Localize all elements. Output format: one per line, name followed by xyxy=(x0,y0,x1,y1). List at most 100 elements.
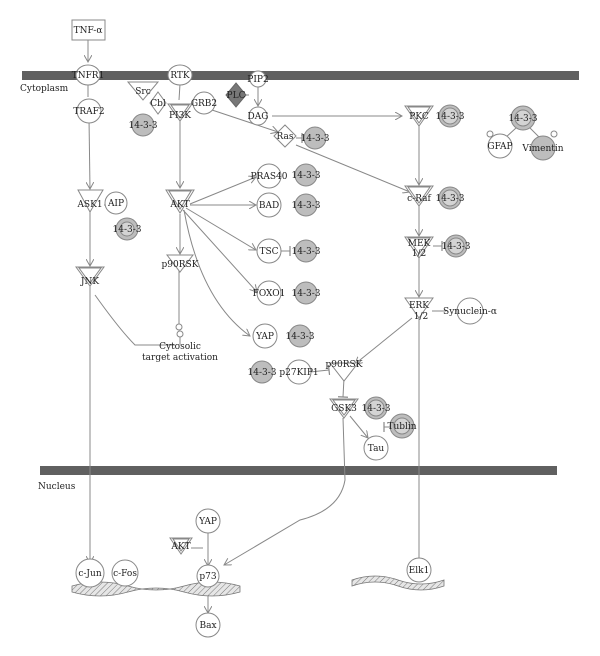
protein-14-3-3-pras40-label: 14-3-3 xyxy=(292,171,321,181)
yap-label: YAP xyxy=(255,332,274,342)
craf-label: c-Raf xyxy=(407,194,431,204)
protein-14-3-3-gsk3-label: 14-3-3 xyxy=(362,404,391,414)
protein-14-3-3-foxo1[interactable] xyxy=(294,281,318,305)
protein-14-3-3-tsc[interactable] xyxy=(294,239,318,263)
pras40-node[interactable] xyxy=(256,163,282,189)
src-node[interactable] xyxy=(126,81,160,101)
cfos-node[interactable] xyxy=(111,559,139,587)
cytoplasm-label: Cytoplasm xyxy=(20,84,69,94)
elk1-node[interactable] xyxy=(406,557,432,583)
tublin-label: Tublin xyxy=(387,422,416,432)
tau-label: Tau xyxy=(368,444,385,454)
tnfr1-node[interactable] xyxy=(75,64,101,86)
p27kip1-node[interactable] xyxy=(286,359,312,385)
dag-node[interactable] xyxy=(248,106,268,126)
protein-14-3-3-craf-label: 14-3-3 xyxy=(436,194,465,204)
bax-node[interactable] xyxy=(195,612,221,638)
p90rsk-left-node[interactable] xyxy=(165,254,195,273)
grb2-node[interactable] xyxy=(192,91,216,115)
tsc-label: TSC xyxy=(259,247,278,257)
pip2-node[interactable] xyxy=(249,70,267,88)
protein-14-3-3-p27[interactable] xyxy=(250,360,274,384)
elk1-label: Elk1 xyxy=(409,566,430,576)
p27kip1-label: p27KIP1 xyxy=(279,368,318,378)
p90rsk-right-node[interactable] xyxy=(328,362,360,382)
protein-14-3-3-tsc-label: 14-3-3 xyxy=(292,247,321,257)
gfap-label: GFAP xyxy=(487,142,512,152)
protein-14-3-3-yap[interactable] xyxy=(288,324,312,348)
p73-node[interactable] xyxy=(196,564,220,588)
dag-label: DAG xyxy=(248,112,269,122)
yap-nucleus-label: YAP xyxy=(198,517,217,527)
pi3k-label: PI3K xyxy=(169,111,191,121)
protein-14-3-3-aip-label: 14-3-3 xyxy=(113,225,142,235)
ask1-label: ASK1 xyxy=(76,200,102,210)
protein-14-3-3-ras-label: 14-3-3 xyxy=(301,134,330,144)
protein-14-3-3-gfap-label: 14-3-3 xyxy=(509,114,538,124)
protein-14-3-3-yap-label: 14-3-3 xyxy=(286,332,315,342)
erk12-node[interactable] xyxy=(404,297,434,319)
protein-14-3-3-a[interactable] xyxy=(131,113,155,137)
p90rsk-left-label: p90RSK xyxy=(162,260,199,270)
p90rsk-right-label: p90RSK xyxy=(326,360,363,370)
akt-label: AKT xyxy=(169,200,189,210)
cbl-node[interactable] xyxy=(149,91,167,115)
tnfr1-label: TNFR1 xyxy=(72,71,105,81)
bax-label: Bax xyxy=(199,621,216,631)
src-label: Src xyxy=(135,87,151,97)
aip-label: AIP xyxy=(107,199,124,209)
ras-label: Ras xyxy=(277,132,294,142)
protein-14-3-3-p27-label: 14-3-3 xyxy=(248,368,277,378)
ras-node[interactable] xyxy=(273,124,297,148)
yap-nucleus-node[interactable] xyxy=(195,508,221,534)
akt-nucleus-label: AKT xyxy=(170,542,190,552)
ask1-node[interactable] xyxy=(77,189,104,214)
foxo1-node[interactable] xyxy=(256,280,282,306)
pkc-label: PKC xyxy=(409,112,429,122)
plc-label: PLC xyxy=(227,91,246,101)
gsk3-label: GSK3 xyxy=(331,404,357,414)
grb2-label: GRB2 xyxy=(191,99,217,109)
nucleus-label: Nucleus xyxy=(38,482,76,492)
protein-14-3-3-pras40[interactable] xyxy=(294,163,318,187)
protein-14-3-3-bad-label: 14-3-3 xyxy=(292,201,321,211)
cjun-node[interactable] xyxy=(75,558,105,588)
bad-node[interactable] xyxy=(256,192,282,218)
synuclein-label: Synuclein-α xyxy=(443,307,497,317)
yap-node[interactable] xyxy=(252,323,278,349)
protein-14-3-3-mek-label: 14-3-3 xyxy=(442,242,471,252)
pras40-label: PRAS40 xyxy=(251,172,288,182)
synuclein-node[interactable] xyxy=(456,297,484,325)
traf2-node[interactable] xyxy=(76,98,102,124)
cfos-label: c-Fos xyxy=(113,569,137,579)
cbl-label: Cbl xyxy=(150,99,166,109)
protein-14-3-3-ras[interactable] xyxy=(303,126,327,150)
plc-node[interactable] xyxy=(225,82,247,108)
bad-label: BAD xyxy=(259,201,279,211)
foxo1-label: FOXO1 xyxy=(253,289,286,299)
gfap-node[interactable] xyxy=(487,133,513,159)
tnf-alpha-label: TNF-α xyxy=(74,26,103,36)
plasma-membrane xyxy=(22,71,579,80)
tnf-alpha-node[interactable] xyxy=(71,19,106,41)
pip2-label: PIP2 xyxy=(247,75,268,85)
protein-14-3-3-foxo1-label: 14-3-3 xyxy=(292,289,321,299)
dna-strand-right xyxy=(351,575,445,591)
protein-14-3-3-bad[interactable] xyxy=(294,193,318,217)
vimentin-label: Vimentin xyxy=(521,144,563,154)
jnk-label: JNK xyxy=(80,277,99,287)
traf2-label: TRAF2 xyxy=(73,107,104,117)
cjun-label: c-Jun xyxy=(78,569,101,579)
aip-node[interactable] xyxy=(104,191,128,215)
p73-label: p73 xyxy=(199,572,216,582)
tau-node[interactable] xyxy=(363,435,389,461)
rtk-label: RTK xyxy=(170,71,190,81)
nuclear-membrane xyxy=(40,466,557,475)
rtk-node[interactable] xyxy=(167,64,193,86)
vimentin-node[interactable] xyxy=(530,135,556,161)
